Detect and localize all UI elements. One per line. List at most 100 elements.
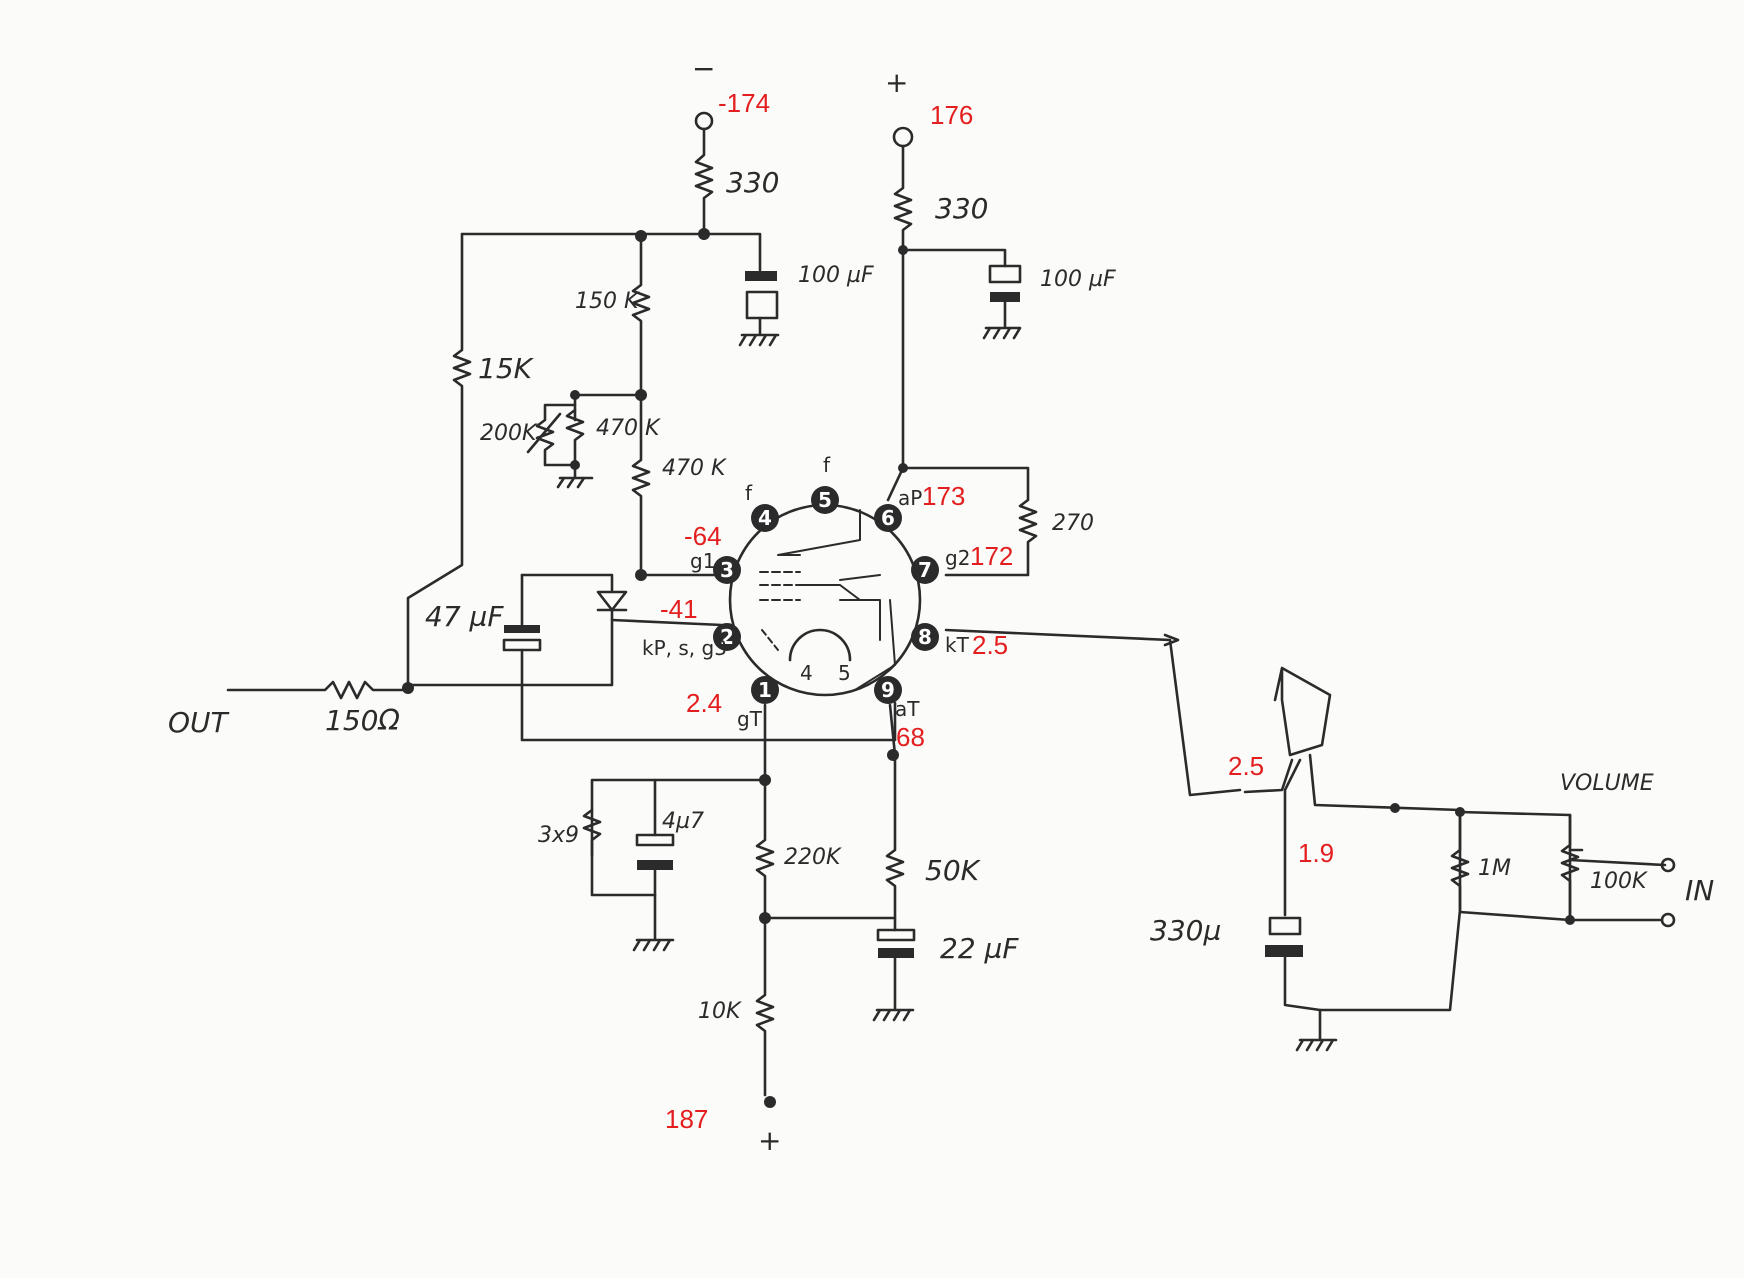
out-label: OUT [168,706,230,739]
voltage-pin9: 68 [896,722,925,752]
r-3x9-label: 3x9 [538,823,579,848]
r-10k-label: 10K [698,999,742,1024]
pin7-label: g2 [945,546,970,570]
tube-pin-1 [751,676,779,704]
tube-pin-4 [751,504,779,532]
r-15k-symbol [406,232,472,687]
r-220k-symbol [755,778,775,920]
c-neg-supply-plate-top [745,271,777,281]
r-15k-label: 15K [478,352,535,385]
c-4u7-plate-bottom [637,860,673,870]
c-22-plate-bottom [878,948,914,958]
c-pos-supply-plate-top [988,264,1022,284]
pin8-label: kT [945,633,970,657]
c-330-label: 330µ [1150,914,1221,947]
voltage-pin1: 2.4 [686,688,722,718]
voltage-pos-supply: 176 [930,100,973,130]
input-device-body [1273,666,1332,757]
r-vol-symbol [1560,813,1667,922]
c-pos-supply-label: 100 µF [1040,267,1116,292]
voltage-pin7: 172 [970,541,1013,571]
voltage-neg-supply: -174 [718,88,770,118]
grid-input-network: 47 µF 150Ω OUT [168,573,897,742]
tube-pin-7 [911,556,939,584]
tube-pin-5 [811,486,839,514]
r-vol-label: 100K [1590,869,1648,894]
tube-pin-number-9: 9 [881,678,895,702]
tube-pin-number-3: 3 [720,558,734,582]
tube-pin-number-5: 5 [818,488,832,512]
pos-supply-branch: + 330 100 µF 270 [885,66,1116,577]
pos-supply-terminal [892,126,914,148]
r-470k-a-label: 470 K [596,416,661,441]
c-pos-supply-plate-bottom [990,292,1020,302]
bottom-network: 3x9 4µ7 220K 10K + 50K 22 µF [538,703,1019,1157]
tube-socket [728,503,922,697]
r-470k-a-symbol [565,408,585,467]
voltage-pin3: -64 [684,521,722,551]
pin5-label: f [823,453,831,477]
tube-pin-8 [911,623,939,651]
c-330-plate-bottom [1265,945,1303,957]
r-neg-supply-label: 330 [726,166,779,199]
c-neg-supply-ground [738,316,780,347]
c-neg-supply-label: 100 µF [798,263,874,288]
pin1-label: gT [737,707,763,731]
r-trim-200k-label: 200K [480,421,538,446]
r-150k-label: 150 K [575,289,640,314]
r-out-symbol [226,680,410,700]
r-trim-200k-symbol [526,403,577,467]
tube-pin-number-7: 7 [918,558,932,582]
tube-pin-number-8: 8 [918,625,932,649]
pin3-label: g1 [690,549,715,573]
neg-supply-branch: − 330 100 µF [460,52,874,347]
input-stage: 1.9 330µ 1M 100K IN VOLUME [944,628,1714,1052]
tube-pin-number-1: 1 [758,678,772,702]
volume-label: VOLUME [1560,771,1654,796]
tube-pin-9 [874,676,902,704]
r-270-symbol [901,466,1038,577]
tube-pin-number-2: 2 [720,625,734,649]
c-pos-supply-ground [982,300,1022,340]
in-label: IN [1685,874,1714,907]
r-220k-label: 220K [784,845,842,870]
r-out-label: 150Ω [325,704,400,737]
voltage-bottom-supply: 187 [665,1104,708,1134]
c-neg-supply-plate-bottom [745,290,779,320]
c-47-plate-bottom [502,638,542,652]
pin4-label: f [745,481,753,505]
r-150k-symbol [631,234,651,397]
r-1m-label: 1M [1478,856,1511,881]
neg-supply-terminal [694,111,714,131]
r-pos-supply-symbol [893,144,913,252]
c-4u7-plate-top [635,833,675,847]
r-50k-symbol [885,703,905,932]
heater-pin-label-4: 4 [800,661,813,685]
c-22-label: 22 µF [940,932,1019,965]
voltage-tube2-grid: 2.5 [1228,751,1264,781]
tube-pin-6 [874,504,902,532]
c-4u7-label: 4µ7 [662,809,704,834]
pin6-label: aP [898,486,922,510]
pos-bottom-sign: + [758,1124,781,1157]
in-terminal-ground [1660,912,1676,928]
voltage-pin8: 2.5 [972,630,1008,660]
tube-pin-2 [713,623,741,651]
pin9-label: aT [895,697,920,721]
pos-terminal-sign: + [885,66,908,99]
voltage-tube2-cathode: 1.9 [1298,838,1334,868]
r-3x9-symbol [582,808,602,857]
c-47-label: 47 µF [425,600,504,633]
neg-terminal-sign: − [692,52,715,85]
r-10k-symbol [755,916,775,1097]
r-470k-b-label: 470 K [662,456,727,481]
r-50k-label: 50K [925,854,982,887]
c-330-plate-top [1268,916,1302,936]
voltage-readings: -174 176 173 172 -64 -41 2.5 2.4 68 187 … [660,88,1264,1134]
pin2-label: kP, s, g3 [642,636,727,660]
c-22-plate-top [876,928,916,942]
voltage-pin6: 173 [922,481,965,511]
